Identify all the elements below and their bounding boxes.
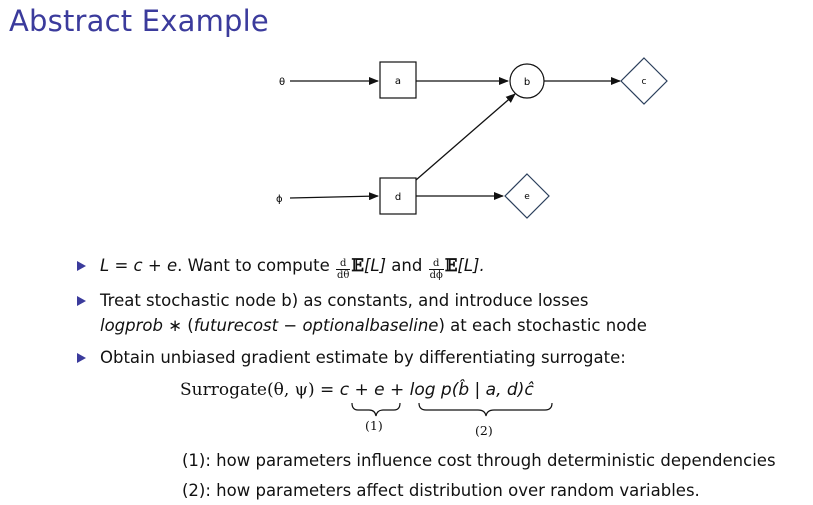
frac-num: d — [335, 258, 351, 270]
bullet-3: Obtain unbiased gradient estimate by dif… — [100, 348, 626, 367]
bullet-2-line-1: Treat stochastic node b) as constants, a… — [100, 291, 589, 310]
frac-den: dϕ — [429, 270, 443, 281]
equals-sign: = — [109, 256, 134, 275]
bullet-2-line-2: logprob ∗ (futurecost − optionalbaseline… — [100, 314, 647, 338]
frac-den: dθ — [336, 270, 350, 281]
expectation-arg: [L]. — [457, 256, 485, 275]
note-1: (1): how parameters influence cost throu… — [182, 451, 776, 470]
futurecost-term: futurecost — [193, 316, 279, 335]
node-e-label: e — [524, 192, 530, 202]
frac-num: d — [428, 258, 444, 270]
node-d-label: d — [395, 192, 401, 203]
formula-plus: + — [384, 380, 410, 400]
underbrace-1 — [351, 402, 401, 417]
bullet-marker — [77, 353, 86, 363]
var-L: L — [100, 256, 110, 275]
var-c: c — [133, 256, 143, 275]
expectation-arg: [L] — [363, 256, 387, 275]
node-b — [509, 63, 545, 99]
edge-d-b — [415, 93, 516, 181]
expectation-symbol: 𝔼 — [444, 256, 458, 275]
optionalbaseline-term: optionalbaseline — [302, 316, 439, 335]
underbrace-label-1: (1) — [365, 418, 383, 433]
formula-lhs: Surrogate(θ, ψ) = — [180, 380, 340, 400]
node-c-label: c — [642, 77, 647, 87]
plus-sign: + — [142, 256, 167, 275]
var-e: e — [166, 256, 178, 275]
edge-phi-d — [289, 192, 379, 201]
minus-op: − — [278, 316, 303, 335]
bullet-marker — [77, 296, 86, 306]
node-a-label: a — [395, 76, 401, 87]
node-d — [379, 177, 417, 215]
bullet-2-rest: ) at each stochastic node — [438, 316, 647, 335]
expectation-symbol: 𝔼 — [351, 256, 364, 275]
formula-term-1: c + e — [339, 380, 385, 400]
node-e — [504, 173, 550, 219]
slide-title: Abstract Example — [9, 4, 269, 38]
input-phi-label: ϕ — [276, 194, 283, 205]
surrogate-formula: Surrogate(θ, ψ) = c + e + log p(b̂ | a, … — [180, 380, 534, 400]
node-c — [620, 57, 668, 105]
note-2: (2): how parameters affect distribution … — [182, 481, 700, 500]
bullet-marker — [77, 261, 86, 271]
formula-term-2: log p(b̂ | a, d)ĉ — [409, 380, 534, 400]
underbrace-label-2: (2) — [475, 423, 493, 438]
multiply-op: ∗ ( — [162, 316, 194, 335]
input-theta-label: θ — [279, 77, 285, 88]
and-text: and — [386, 256, 428, 275]
bullet-1-text: . Want to compute — [177, 256, 335, 275]
logprob-term: logprob — [100, 316, 163, 335]
node-a — [379, 61, 417, 99]
underbrace-2 — [418, 402, 553, 417]
node-b-label: b — [524, 77, 530, 88]
